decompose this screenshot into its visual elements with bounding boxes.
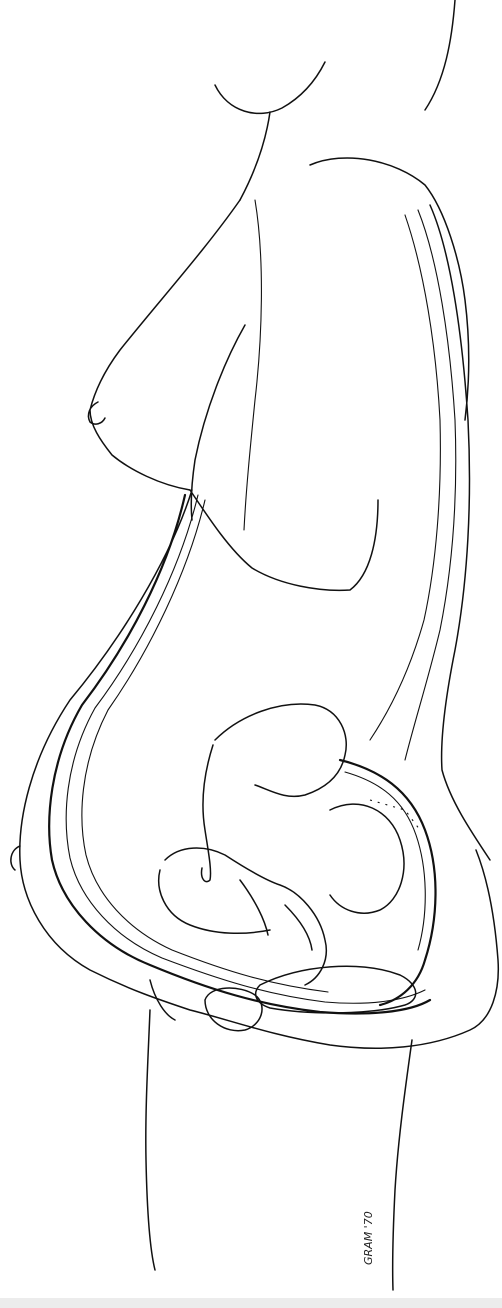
forearm-outline [190, 490, 378, 590]
fetus-foot-outline [240, 880, 268, 935]
uterine-wall-line-2 [66, 495, 425, 1003]
navel [11, 846, 20, 870]
arm-outer-outline [310, 158, 469, 420]
artist-signature: GRAM '70 [362, 1211, 375, 1265]
uterus-right-outline [340, 760, 436, 1005]
belly-skin-outline [20, 490, 499, 1048]
neck-front-outline [240, 112, 270, 200]
breast-outline [90, 200, 240, 490]
fetus-head-outline [215, 704, 346, 796]
back-inner-line-2 [370, 215, 440, 740]
back-inner-line-1 [405, 210, 456, 760]
bottom-edge-bar [0, 1298, 502, 1308]
thigh-front-outline [146, 1010, 155, 1270]
uterine-wall-line-3 [82, 500, 328, 992]
back-outline [430, 205, 490, 860]
fetus-arm-outline [202, 745, 213, 882]
fetus-thigh-outline [159, 870, 270, 933]
thigh-back-outline [393, 1040, 412, 1290]
arm-inner-outline [191, 325, 245, 520]
fetus-hand-outline [285, 905, 312, 950]
chin-outline [215, 62, 325, 113]
uterus-right-inner [345, 772, 425, 950]
signature-text: GRAM '70 [362, 1211, 375, 1265]
uterine-wall-line-1 [49, 495, 430, 1014]
fetus-back-outline [330, 804, 404, 913]
arm-shadow-line [244, 200, 261, 530]
head-back-outline [425, 0, 455, 110]
fetus-leg-outline [165, 848, 326, 985]
